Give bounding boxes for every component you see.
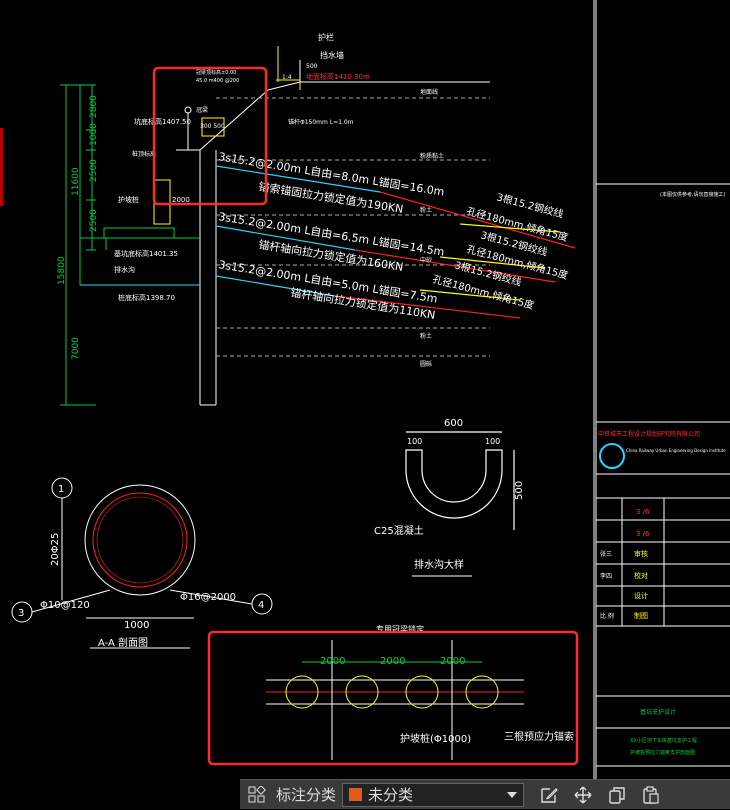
tb-project-label: 基坑支护设计 [640,708,676,716]
sec-1000: 1000 [124,620,149,631]
label-pile-top: 桩顶标高 [132,150,156,158]
label-layer-e: 圆砾 [420,360,432,368]
label-crown-beam: 冠梁 [196,106,208,114]
grid-apps-button[interactable] [240,780,274,810]
label-pile-body: 护坡桩 [118,195,139,204]
tb-row-6: 比 例 [600,612,614,620]
label-ground-elev: 地面标高1410.30m [306,72,370,81]
chevron-down-icon [507,791,518,798]
tb-row-2: 审核 [634,549,648,558]
pile-plan [266,640,524,760]
tb-row-0: 3 /6 [636,508,650,516]
highlight-box-top[interactable] [152,66,268,206]
plan-2000a: 2000 [320,656,345,667]
dim-7000: 7000 [71,337,81,360]
grid-icon [248,785,266,802]
ditch-600: 600 [444,418,463,429]
left-edge-marker [0,128,3,206]
label-anchor-top: 锚杆Φ150mm L=1.0m [288,118,354,126]
sec-marker-3: 3 [18,608,24,619]
label-2000: 2000 [172,196,190,204]
edit-icon [541,787,558,803]
sec-rebar-stirrup: Φ10@120 [40,600,90,611]
label-retaining-wall: 挡水墙 [320,50,344,60]
plan-2000b: 2000 [380,656,405,667]
dim-2800: 2800 [89,95,99,118]
clipboard-icon [643,785,659,804]
ditch-100b: 100 [485,437,500,446]
move-annotation-button[interactable] [566,780,600,810]
tb-row-1: 3 /6 [636,530,650,538]
annotation-category-label: 标注分类 [276,786,337,804]
move-icon [574,786,592,803]
dim-1000: 1000 [89,123,99,146]
drawing-frame [593,0,597,809]
label-layer-d: 粉土 [420,332,432,340]
left-dimension-chain [60,84,96,406]
label-500: 500 [306,63,318,70]
ground-line [267,46,490,91]
highlight-box-bottom[interactable] [207,630,579,766]
tb-sig-b: 李四 [600,572,612,580]
sec-rebar-main: 20Φ25 [50,533,61,566]
sec-marker-4: 4 [258,600,264,611]
dim-2500a: 2500 [89,159,99,182]
label-top-small: 冠梁顶标高±0.00 [196,69,236,76]
label-1398: 桩底标高1398.70 [118,293,175,302]
label-1401: 基坑底标高1401.35 [114,249,178,258]
label-ground-line: 地面线 [420,88,438,96]
titleblock-company-en: China Railway Urban Engineering Design I… [626,448,726,453]
tb-project-name: XX小区地下车库基坑支护工程 [630,737,697,744]
label-elev-1407: 坑底标高1407.50 [134,117,191,126]
tb-row-4: 设计 [634,591,648,600]
excavation-slope [80,89,269,406]
label-layer-c: 中砂 [420,256,432,264]
copy-annotation-button[interactable] [600,780,634,810]
dim-2500b: 2500 [89,209,99,232]
label-top-small2: 45.0 m400 @200 [196,78,239,84]
annotation-toolbar: 标注分类 未分类 [240,779,730,809]
ditch-detail [405,431,515,530]
titleblock-company: 中铁城市工程设计规划研究院有限公司 [598,430,700,438]
plan-pile-label: 护坡桩(Φ1000) [400,732,471,745]
soil-layers [216,97,490,357]
tb-row-5: 制图 [634,611,648,620]
title-block [596,183,730,767]
sec-rebar-ring: Φ16@2000 [180,592,236,603]
tb-sig-a: 张三 [600,550,612,558]
tb-row-3: 校对 [634,571,648,580]
label-300-500: 300 500 [200,123,225,130]
label-slope: 1:4 [282,74,292,81]
crown-beam [103,106,225,239]
dim-15800: 15800 [57,256,67,285]
plan-2000c: 2000 [440,656,465,667]
label-guardrail: 护栏 [318,32,334,42]
plan-anchor-label: 三根预应力锚索 [504,730,574,743]
label-layer-a: 粉质黏土 [420,152,444,160]
ditch-title: 排水沟大样 [414,558,464,571]
company-logo [599,443,625,469]
titleblock-note: (本图仅供参考,请勿直接施工) [660,191,726,198]
dim-11600: 11600 [71,167,81,196]
ditch-500: 500 [514,481,525,500]
section-aa [11,477,273,649]
category-color-swatch [349,788,363,801]
ditch-c25: C25混凝土 [374,524,424,537]
edit-annotation-button[interactable] [532,780,566,810]
sec-title: A-A 剖面图 [98,636,148,649]
anchor-cables [215,165,576,319]
category-select-value: 未分类 [368,786,414,804]
label-drain: 排水沟 [114,265,135,274]
label-layer-b: 粉土 [420,206,432,214]
ditch-100a: 100 [407,437,422,446]
tb-drawing-name: 护坡桩预应力锚索支护剖面图 [630,749,695,756]
plan-top-label: 专用冠梁锁定 [376,624,424,634]
sec-marker-1: 1 [58,484,64,495]
copy-icon [609,786,625,804]
paste-annotation-button[interactable] [634,780,668,810]
annotation-category-select[interactable]: 未分类 [342,782,525,807]
